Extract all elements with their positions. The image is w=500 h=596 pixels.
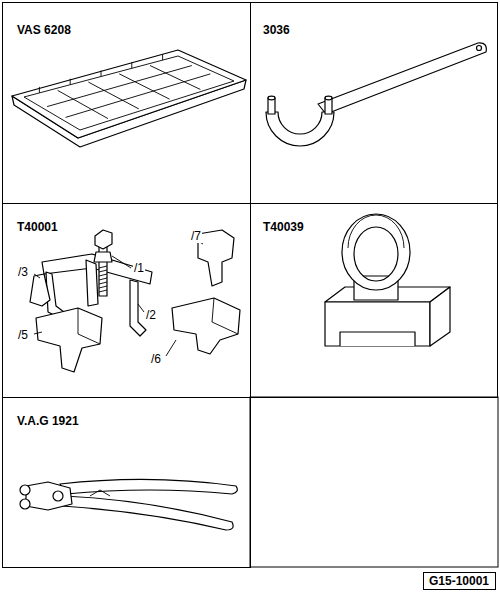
- tray-grid-line: [131, 62, 132, 68]
- thread-line: [99, 286, 107, 288]
- callout-number: /1: [133, 262, 145, 275]
- puller-jaw: [36, 308, 102, 372]
- puller-jaw-edge: [212, 298, 238, 334]
- tool-number: 3036: [263, 23, 497, 37]
- spindle-thread: [99, 266, 107, 292]
- tool-number: V.A.G 1921: [17, 414, 250, 428]
- holder-ring-edge: [348, 215, 404, 248]
- puller-jaw: [30, 274, 50, 306]
- callout-number: /7: [190, 230, 202, 243]
- wrench-bar: [318, 43, 486, 114]
- thread-line: [99, 270, 107, 272]
- pliers-drawing: [20, 479, 237, 530]
- wrench-pin-top: [325, 96, 332, 100]
- tool-cell: VAS 6208: [2, 2, 251, 204]
- leader-line: [34, 332, 42, 334]
- wrench-pin-top: [268, 96, 275, 100]
- puller-jaw: [172, 298, 240, 354]
- puller-jaw-edge: [78, 308, 100, 344]
- wrench-drawing: [266, 43, 486, 146]
- leader-line: [138, 304, 144, 312]
- tray-grid-line: [58, 90, 108, 118]
- tray-grid-line: [66, 74, 211, 118]
- thread-line: [99, 278, 107, 280]
- leader-line: [112, 256, 131, 268]
- holder-slot: [340, 332, 415, 346]
- thread-line: [99, 266, 107, 268]
- tool-cell: T40039: [250, 203, 498, 398]
- figure-number-box: G15-10001: [423, 572, 496, 590]
- tool-cell: T40001: [2, 203, 251, 398]
- holder-drawing: [325, 214, 450, 346]
- leader-line: [34, 274, 40, 278]
- tray-inner: [24, 56, 234, 130]
- tool-number: T40039: [263, 220, 497, 234]
- tray-grid: [39, 54, 210, 119]
- tray-grid-line: [162, 54, 163, 60]
- pliers-pivot: [53, 491, 63, 501]
- wrench-hook: [266, 112, 334, 146]
- tray-grid-line: [88, 82, 138, 109]
- tray-rim: [12, 50, 246, 138]
- puller-arm: [130, 280, 146, 336]
- puller-jaw: [198, 230, 234, 286]
- tray-grid-line: [39, 87, 40, 93]
- holder-front: [325, 302, 430, 346]
- figure-number: G15-10001: [429, 574, 495, 588]
- tray-grid-line: [119, 74, 169, 99]
- tool-cell: V.A.G 1921: [2, 397, 251, 568]
- pliers-head: [26, 482, 72, 510]
- holder-ring: [342, 214, 410, 290]
- tray-grid-line: [150, 66, 200, 90]
- callout-number: /5: [17, 329, 29, 342]
- pliers-jaw: [20, 485, 30, 495]
- puller-arm: [86, 260, 98, 306]
- callout-number: /6: [150, 353, 162, 366]
- callout-number: /3: [17, 266, 29, 279]
- callout-number: /2: [145, 309, 157, 322]
- thread-line: [99, 274, 107, 276]
- tray-grid-line: [70, 79, 71, 85]
- tool-number: T40001: [17, 220, 250, 234]
- puller-drawing: [30, 230, 240, 372]
- holder-side: [430, 287, 450, 346]
- tool-cell: 3036: [250, 2, 498, 204]
- empty-cell: [250, 397, 498, 567]
- puller-hex-head: [95, 230, 112, 249]
- wrench-hole: [477, 46, 482, 51]
- thread-line: [99, 290, 107, 292]
- tray-grid-line: [101, 71, 102, 77]
- tray-drawing: [12, 50, 246, 147]
- tool-number: VAS 6208: [17, 23, 250, 37]
- pliers-handle: [62, 496, 233, 530]
- thread-line: [99, 282, 107, 284]
- leader-line: [166, 340, 176, 356]
- pliers-latch: [90, 490, 110, 496]
- puller-nut: [94, 252, 112, 262]
- pliers-handle: [60, 479, 237, 494]
- pliers-jaw: [20, 499, 30, 509]
